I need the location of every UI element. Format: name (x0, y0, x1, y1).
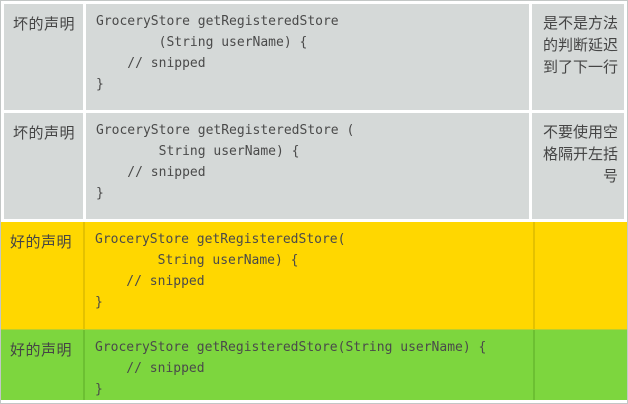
row-note: 是不是方法的判断延迟到了下一行 (532, 4, 624, 110)
row-label: 坏的声明 (4, 4, 83, 110)
row-label: 好的声明 (10, 233, 73, 251)
table-row-good-declaration-2: 好的声明 GroceryStore getRegisteredStore(Str… (1, 329, 627, 400)
table-row-bad-declaration-2: 坏的声明 GroceryStore getRegisteredStore ( S… (1, 110, 627, 222)
row-note: 不要使用空格隔开左括号 (532, 113, 624, 219)
code-sample-cell: GroceryStore getRegisteredStore( String … (83, 222, 533, 329)
code-sample: GroceryStore getRegisteredStore ( String… (96, 123, 355, 201)
code-sample-cell: GroceryStore getRegisteredStore (String … (86, 4, 529, 110)
table-row-good-declaration-1: 好的声明 GroceryStore getRegisteredStore( St… (1, 222, 627, 329)
row-label: 好的声明 (10, 341, 73, 359)
code-sample: GroceryStore getRegisteredStore (String … (96, 14, 339, 92)
code-sample-cell: GroceryStore getRegisteredStore ( String… (86, 113, 529, 219)
code-sample: GroceryStore getRegisteredStore(String u… (95, 340, 487, 397)
row-note (533, 222, 627, 329)
row-label: 坏的声明 (4, 113, 83, 219)
table-row-bad-declaration-1: 坏的声明 GroceryStore getRegisteredStore (St… (1, 1, 627, 110)
row-note (533, 330, 627, 400)
code-sample-cell: GroceryStore getRegisteredStore(String u… (83, 330, 533, 400)
code-sample: GroceryStore getRegisteredStore( String … (95, 232, 346, 310)
